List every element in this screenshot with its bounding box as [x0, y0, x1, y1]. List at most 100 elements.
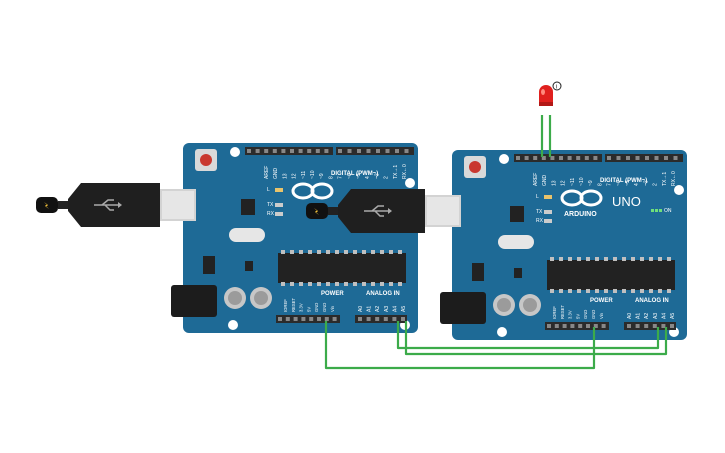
- info-icon[interactable]: i: [552, 81, 562, 91]
- header-pin[interactable]: [645, 156, 649, 160]
- header-pin[interactable]: [654, 156, 659, 160]
- header-pin[interactable]: [324, 149, 329, 153]
- header-pin[interactable]: [593, 156, 598, 160]
- usb-plug-face: [162, 191, 194, 219]
- reset-button-cap[interactable]: [469, 161, 481, 173]
- chip-pin: [649, 257, 653, 261]
- header-pin[interactable]: [347, 149, 352, 153]
- header-pin[interactable]: [584, 156, 589, 160]
- header-pin[interactable]: [358, 317, 362, 321]
- header-pin[interactable]: [401, 317, 405, 321]
- chip-pin: [389, 282, 393, 286]
- header-pin[interactable]: [562, 324, 567, 328]
- header-pin[interactable]: [301, 317, 306, 321]
- header-pin[interactable]: [673, 156, 678, 160]
- header-pin[interactable]: [272, 149, 277, 153]
- header-pin[interactable]: [264, 149, 269, 153]
- header-pin[interactable]: [285, 317, 290, 321]
- header-pin[interactable]: [395, 149, 399, 153]
- pin-label: ~5: [356, 173, 362, 179]
- header-pin[interactable]: [516, 156, 520, 160]
- header-pin[interactable]: [357, 149, 361, 153]
- header-pin[interactable]: [383, 317, 388, 321]
- capacitor-top: [523, 298, 537, 312]
- header-pin[interactable]: [593, 324, 598, 328]
- mounting-hole: [497, 327, 507, 337]
- header-pin[interactable]: [550, 156, 555, 160]
- board-body[interactable]: [452, 150, 687, 340]
- header-pin[interactable]: [278, 317, 282, 321]
- info-icon-circle[interactable]: [552, 81, 562, 91]
- header-pin[interactable]: [392, 317, 397, 321]
- header-pin[interactable]: [385, 149, 390, 153]
- header-pin[interactable]: [570, 324, 575, 328]
- red-led[interactable]: i: [539, 81, 562, 106]
- header-pin[interactable]: [366, 149, 371, 153]
- header-pin[interactable]: [547, 324, 551, 328]
- chip-pin: [290, 250, 294, 254]
- header-pin[interactable]: [317, 317, 321, 321]
- header-pin[interactable]: [586, 324, 590, 328]
- header-pin[interactable]: [281, 149, 286, 153]
- header-pin[interactable]: [290, 149, 294, 153]
- mounting-hole: [405, 178, 415, 188]
- header-pin[interactable]: [293, 317, 298, 321]
- header-pin[interactable]: [644, 324, 649, 328]
- header-pin[interactable]: [366, 317, 371, 321]
- header-pin[interactable]: [541, 156, 546, 160]
- header-pin[interactable]: [635, 324, 640, 328]
- header-pin[interactable]: [607, 156, 611, 160]
- header-pin[interactable]: [661, 324, 666, 328]
- header-pin[interactable]: [307, 149, 312, 153]
- header-pin[interactable]: [670, 324, 674, 328]
- header-pin[interactable]: [376, 149, 380, 153]
- header-pin[interactable]: [601, 324, 606, 328]
- header-pin[interactable]: [324, 317, 329, 321]
- jumper-wire[interactable]: [404, 321, 668, 356]
- header-pin[interactable]: [298, 149, 303, 153]
- chip-pin: [299, 282, 303, 286]
- on-led: [651, 209, 654, 212]
- wires[interactable]: [324, 115, 668, 370]
- reset-button-cap[interactable]: [200, 154, 212, 166]
- header-pin[interactable]: [578, 324, 583, 328]
- header-pin[interactable]: [652, 324, 657, 328]
- usb-trident: [364, 205, 388, 217]
- power-jack[interactable]: [440, 292, 486, 324]
- header-pin[interactable]: [524, 156, 529, 160]
- header-pin[interactable]: [627, 324, 631, 328]
- crystal: [229, 228, 265, 242]
- header-pin[interactable]: [567, 156, 572, 160]
- header-pin[interactable]: [255, 149, 260, 153]
- power-jack[interactable]: [171, 285, 217, 317]
- arduino-logo: [291, 182, 334, 200]
- usb-cable-left[interactable]: [36, 183, 196, 227]
- pin-label: 7: [607, 183, 613, 186]
- led-dome[interactable]: [539, 85, 553, 102]
- arduino-logo: [560, 189, 603, 207]
- usb-cable-right[interactable]: [306, 189, 461, 233]
- led-label: L: [536, 194, 539, 200]
- header-pin[interactable]: [616, 156, 621, 160]
- header-pin[interactable]: [332, 317, 337, 321]
- header-pin[interactable]: [309, 317, 314, 321]
- jumper-wire[interactable]: [396, 321, 660, 350]
- digital-header: [245, 147, 414, 155]
- power-pin-label: 5V: [306, 307, 311, 312]
- header-pin[interactable]: [664, 156, 668, 160]
- indicator-led: [544, 210, 552, 214]
- header-pin[interactable]: [576, 156, 581, 160]
- header-pin[interactable]: [404, 149, 409, 153]
- header-pin[interactable]: [626, 156, 630, 160]
- header-pin[interactable]: [315, 149, 320, 153]
- header-pin[interactable]: [533, 156, 538, 160]
- header-pin[interactable]: [338, 149, 342, 153]
- header-pin[interactable]: [554, 324, 559, 328]
- header-pin[interactable]: [635, 156, 640, 160]
- header-pin[interactable]: [375, 317, 380, 321]
- header-pin[interactable]: [559, 156, 563, 160]
- header-pin[interactable]: [247, 149, 251, 153]
